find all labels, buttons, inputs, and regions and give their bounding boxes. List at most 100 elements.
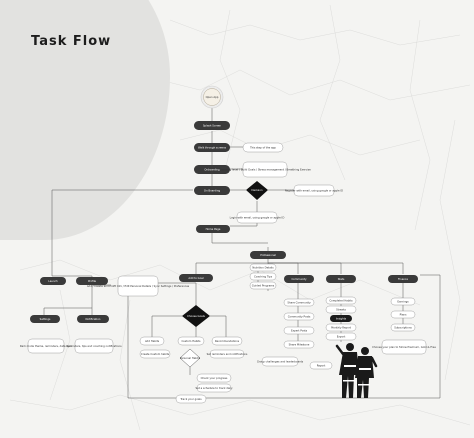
progress-note-label: Check your progress xyxy=(201,376,228,380)
workers-illustration xyxy=(335,343,378,398)
profile-note-label: Add / Delete and Profit Info / Edit Pers… xyxy=(87,284,190,288)
fin-note: Choose your plan to follow Premium, Gold… xyxy=(372,339,436,355)
home-label: Home Page xyxy=(206,227,221,231)
main-decision: Decision xyxy=(246,181,268,200)
habit-decision-label: Personal Habits xyxy=(180,356,201,360)
worker-right xyxy=(355,347,378,398)
fin-1-label: Earnings xyxy=(397,300,409,304)
stat-3: Insights xyxy=(330,315,352,322)
pro-item-2: Coaching Tips xyxy=(249,272,277,281)
on-boarding-label: On Boarding xyxy=(204,189,220,193)
on-boarding-node: On Boarding xyxy=(194,186,230,195)
comm-1: Share Community xyxy=(283,298,315,307)
track-label: Track your goals xyxy=(180,397,202,401)
page-title: Task Flow xyxy=(31,34,112,49)
pro-item-3-label: Guided Programs xyxy=(252,284,275,288)
pro-item-1-label: Nutrition Details xyxy=(252,266,274,270)
profile-note: Add / Delete and Profit Info / Edit Pers… xyxy=(87,275,190,297)
add-to-goal-label: Add to Goal xyxy=(188,276,203,280)
fin-2-label: Plans xyxy=(400,313,408,317)
launch-label: Launch xyxy=(48,279,58,283)
open-app-label: Open App xyxy=(206,95,219,99)
comm-4-label: Share Milestone xyxy=(289,343,310,347)
skip-note-label: This step of the app xyxy=(250,146,276,150)
login-note: Login with email, using google or apple … xyxy=(230,211,285,224)
connectors xyxy=(43,108,441,399)
goal-decision-label: Choose Goals xyxy=(187,314,205,318)
profile-node: Profile xyxy=(76,277,108,285)
comm-3-label: Expert Posts xyxy=(291,329,308,333)
settings-node: Settings xyxy=(30,315,60,323)
comm-4: Share Milestone xyxy=(283,340,315,349)
add-to-goal-node: Add to Goal xyxy=(179,274,213,282)
add-habits-node: Add Habits xyxy=(139,336,165,346)
walkthrough-node: Walk through screens xyxy=(194,143,230,152)
custom-note: Create Custom habits xyxy=(139,349,171,359)
recommendations-node: Recommendations xyxy=(211,336,243,346)
reminders-note: Set reminders and notifications xyxy=(207,349,248,359)
fin-2: Plans xyxy=(390,310,416,319)
register-note-label: Register with email, using google or app… xyxy=(285,189,343,193)
add-habits-label: Add Habits xyxy=(145,339,160,343)
login-note-label: Login with email, using google or apple … xyxy=(230,216,285,220)
track-node: Track your goals xyxy=(175,394,207,404)
report-node: Report xyxy=(309,361,333,370)
custom-habits-label: Custom Habits xyxy=(181,339,201,343)
settings-label: Settings xyxy=(40,317,51,321)
stat-1: Completed Habits xyxy=(325,296,357,305)
notifications-note-label: Reminders, tips and coaching notificatio… xyxy=(66,344,122,348)
settings-note: Dark mode theme, reminders, data sync xyxy=(20,338,73,354)
profile-label: Profile xyxy=(88,279,96,283)
notifications-note: Reminders, tips and coaching notificatio… xyxy=(66,338,122,354)
stats-node: Stats xyxy=(326,275,356,283)
stat-2: Streaks xyxy=(325,305,357,314)
onboarding-note-label: Choosing level / Build Goals / Stress ma… xyxy=(219,168,311,172)
report-label: Report xyxy=(317,364,326,368)
walkthrough-label: Walk through screens xyxy=(198,146,227,150)
stat-5-label: Export xyxy=(337,335,346,339)
stat-4: Monthly Report xyxy=(325,323,357,332)
stat-5: Export xyxy=(325,332,357,341)
onboarding-label: Onboarding xyxy=(204,168,220,172)
comm-3: Expert Posts xyxy=(283,326,315,335)
splash-node: Splash Screen xyxy=(194,121,230,130)
professional-node: Professional xyxy=(250,251,286,259)
schedule-note: Set a schedule to track daily xyxy=(195,383,233,393)
professional-label: Professional xyxy=(260,253,276,257)
pro-item-1: Nutrition Details xyxy=(249,263,277,272)
stat-3-label: Insights xyxy=(336,317,347,321)
comm-note: Group challenges and leaderboards xyxy=(257,356,304,367)
custom-note-label: Create Custom habits xyxy=(141,352,170,356)
open-app-node: Open App xyxy=(200,85,224,109)
notifications-node: Notification xyxy=(77,315,109,323)
comm-note-label: Group challenges and leaderboards xyxy=(257,360,304,364)
finance-label: Finance xyxy=(398,277,408,281)
community-label: Community xyxy=(291,277,306,281)
pro-item-2-label: Coaching Tips xyxy=(254,275,273,279)
main-decision-label: Decision xyxy=(251,188,262,192)
goal-decision: Choose Goals xyxy=(182,305,210,327)
splash-label: Splash Screen xyxy=(203,124,222,128)
stats-label: Stats xyxy=(338,277,345,281)
fin-3-label: Subscriptions xyxy=(394,326,412,330)
stat-4-label: Monthly Report xyxy=(331,326,351,330)
fin-note-label: Choose your plan to follow Premium, Gold… xyxy=(372,345,436,349)
custom-habits-node: Custom Habits xyxy=(177,336,205,346)
progress-note: Check your progress xyxy=(196,373,232,383)
onboarding-note: Choosing level / Build Goals / Stress ma… xyxy=(219,161,311,178)
comm-2: Community Posts xyxy=(283,312,315,321)
comm-1-label: Share Community xyxy=(287,301,311,305)
stat-2-label: Streaks xyxy=(336,308,346,312)
reminders-note-label: Set reminders and notifications xyxy=(207,352,248,356)
fin-1: Earnings xyxy=(390,297,416,306)
launch-node: Launch xyxy=(40,277,66,285)
notifications-label: Notification xyxy=(86,317,101,321)
pro-item-3: Guided Programs xyxy=(249,281,277,290)
settings-note-label: Dark mode theme, reminders, data sync xyxy=(20,344,73,348)
schedule-note-label: Set a schedule to track daily xyxy=(195,386,232,390)
fin-3: Subscriptions xyxy=(390,323,416,332)
habit-decision: Personal Habits xyxy=(179,348,201,368)
finance-node: Finance xyxy=(388,275,418,283)
comm-2-label: Community Posts xyxy=(288,315,311,319)
